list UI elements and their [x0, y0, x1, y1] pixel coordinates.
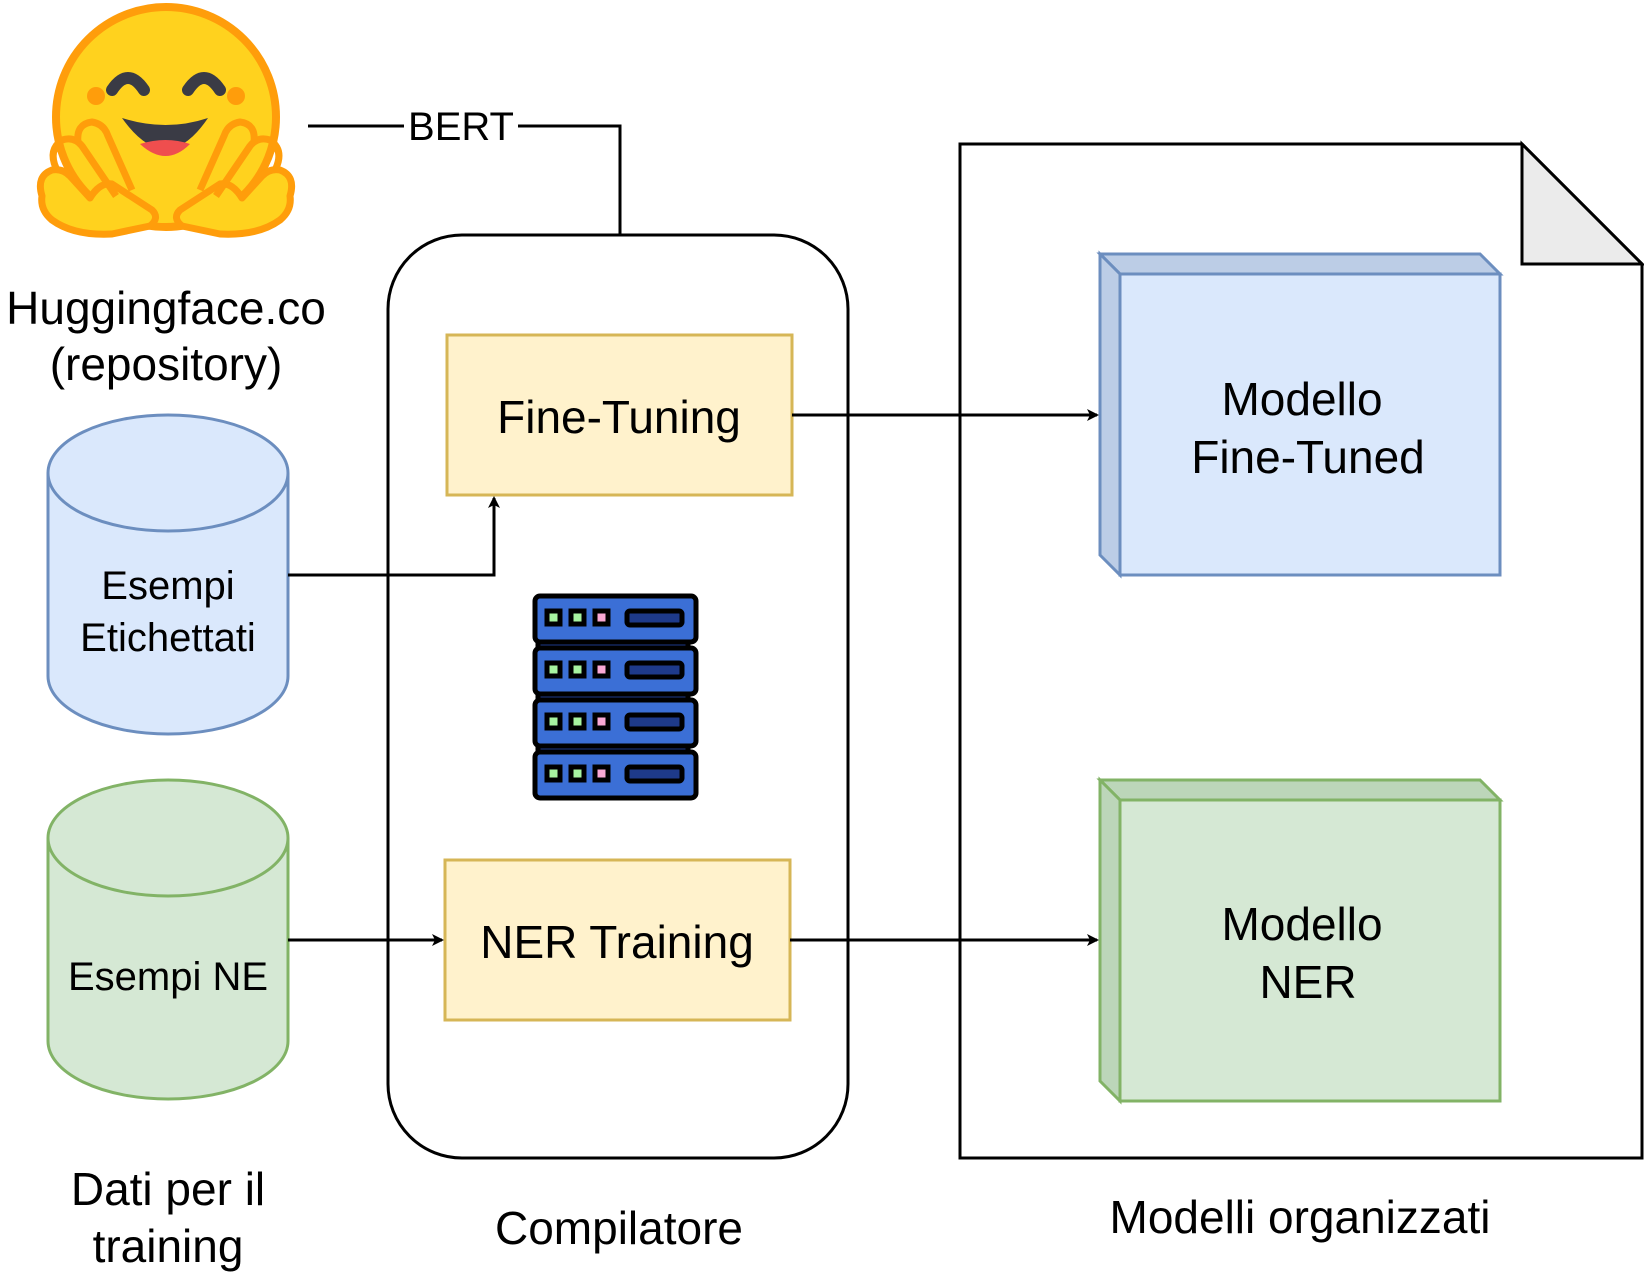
fine-tuning-box — [445, 333, 794, 497]
bert-edge-label: BERT — [408, 105, 514, 149]
dataset-labeled-line2: Etichettati — [80, 616, 256, 660]
models-caption: Modelli organizzati — [1110, 1191, 1491, 1243]
dataset-ne-cylinder — [46, 778, 290, 1101]
ner-training-box — [443, 858, 792, 1022]
source-label-line1: Huggingface.co — [6, 282, 326, 334]
hugging-face-emoji-icon — [36, 3, 296, 238]
fine-tuning-label: Fine-Tuning — [497, 391, 741, 443]
model-ner-box — [1096, 776, 1504, 1105]
model-ner-line2: NER — [1259, 956, 1356, 1008]
dataset-ne-label: Esempi NE — [68, 955, 268, 999]
server-rack-icon — [532, 593, 699, 801]
datasets-caption-line1: Dati per il — [71, 1163, 265, 1215]
dataset-labeled-line1: Esempi — [101, 564, 234, 608]
model-ner-line1: Modello — [1221, 898, 1382, 950]
datasets-caption-line2: training — [93, 1220, 244, 1272]
source-label-line2: (repository) — [50, 338, 283, 390]
dataset-labeled-cylinder — [46, 413, 290, 736]
model-fine-tuned-box — [1096, 250, 1504, 579]
model-fine-tuned-line2: Fine-Tuned — [1191, 431, 1425, 483]
arrow-labeled-to-fine-tuning — [288, 496, 500, 577]
model-fine-tuned-line1: Modello — [1221, 373, 1382, 425]
compiler-caption: Compilatore — [495, 1202, 743, 1254]
ner-training-label: NER Training — [480, 916, 754, 968]
